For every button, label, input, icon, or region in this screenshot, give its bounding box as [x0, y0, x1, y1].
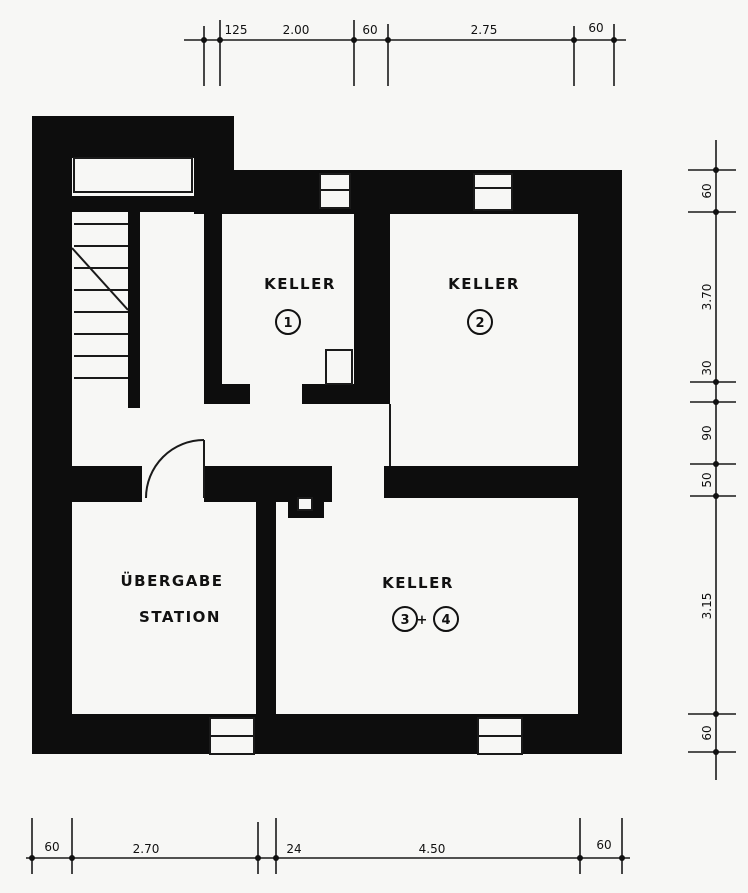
keller-1-number-circle: [275, 309, 301, 335]
wall-stair-ledge: [72, 196, 202, 212]
keller-3-number: 3: [400, 613, 409, 628]
keller-3-number-circle: [392, 606, 418, 632]
wall-bottom: [32, 714, 622, 754]
dimension-chain-bottom: [26, 818, 630, 874]
keller-2-number: 2: [475, 316, 484, 331]
dim-right-2: 3.70: [700, 284, 714, 311]
wall-stair-inner: [128, 212, 140, 408]
keller-34-connector: +: [417, 613, 428, 628]
wall-station-top-left: [72, 466, 142, 502]
keller-1-number: 1: [283, 316, 292, 331]
dimension-chain-right: [688, 140, 736, 780]
door: [145, 439, 205, 499]
station-label-line1: ÜBERGABE: [120, 571, 223, 590]
wall-keller1-bottom-left: [204, 384, 250, 404]
wall-left: [32, 116, 72, 754]
keller-1-label: KELLER: [264, 275, 336, 293]
keller-4-number: 4: [441, 613, 450, 628]
dim-right-4: 90: [700, 425, 714, 440]
windows: [73, 157, 523, 755]
dim-top-5: 60: [588, 21, 603, 35]
station-label-line2: STATION: [139, 608, 221, 626]
dim-bottom-1: 60: [44, 840, 59, 854]
wall-station-keller34: [256, 496, 276, 718]
dim-right-3: 30: [700, 360, 714, 375]
dim-right-1: 60: [700, 183, 714, 198]
staircase: [71, 223, 129, 379]
keller-4-number-circle: [433, 606, 459, 632]
wall-top-right: [194, 170, 622, 214]
dim-bottom-3: 24: [286, 842, 301, 856]
keller-2-number-circle: [467, 309, 493, 335]
keller-2-label: KELLER: [448, 275, 520, 293]
stair-diagonal: [71, 247, 129, 311]
dim-bottom-4: 4.50: [419, 842, 446, 856]
wall-keller1-keller2: [354, 204, 390, 404]
dim-bottom-2: 2.70: [133, 842, 160, 856]
dim-top-3: 60: [362, 23, 377, 37]
dim-right-5: 50: [700, 472, 714, 487]
wall-keller34-top: [384, 466, 580, 498]
wall-keller1-left: [204, 204, 222, 404]
dim-right-6: 3.15: [700, 593, 714, 620]
dim-top-2: 2.00: [283, 23, 310, 37]
chimney-opening: [297, 497, 313, 511]
wall-right: [578, 170, 622, 754]
dim-right-7: 60: [700, 725, 714, 740]
window-keller2: [473, 173, 513, 211]
keller1-closet: [325, 349, 353, 385]
dimension-chain-top: [184, 20, 626, 86]
walls: [32, 116, 622, 754]
dim-top-4: 2.75: [471, 23, 498, 37]
keller-34-label: KELLER: [382, 574, 454, 592]
dim-bottom-5: 60: [596, 838, 611, 852]
door-swing-arc: [145, 439, 205, 499]
dim-top-1: 125: [225, 23, 248, 37]
window-stair: [73, 157, 193, 193]
